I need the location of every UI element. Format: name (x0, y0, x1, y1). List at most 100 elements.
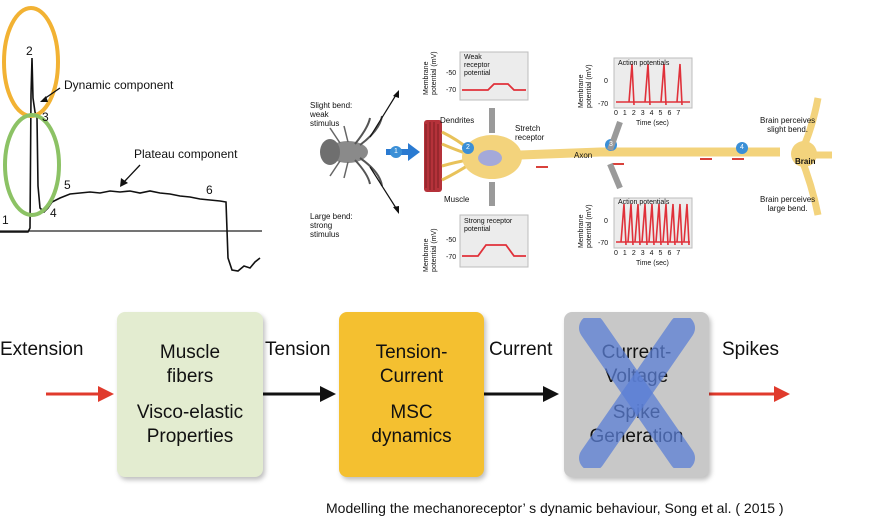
strong-ap-ytick-0: 0 (604, 218, 608, 225)
weak-ap-spikes (616, 63, 690, 106)
current-arrowhead (543, 386, 559, 402)
muscle-label: Muscle (444, 195, 470, 204)
weak-receptor-tick-50: -50 (446, 70, 457, 77)
msc-box-line-3: MSC (390, 401, 433, 423)
strong-ap-spike (641, 203, 648, 246)
weak-receptor-tick-70: -70 (446, 87, 457, 94)
stimulus-arrowhead (408, 143, 420, 161)
plateau-component-label: Plateau component (134, 147, 238, 161)
muscle-fibers (425, 122, 439, 190)
weak-receptor-curve (462, 83, 526, 91)
trace-point-5: 5 (64, 178, 71, 192)
cross-out-mark (579, 318, 695, 468)
weak-ap-spike (644, 63, 651, 106)
plateau-pointer-arrow (123, 164, 141, 183)
muscle-box-line-2: fibers (166, 365, 214, 387)
strong-ap-spikes (616, 203, 690, 246)
muscle-box-line-3: Visco-elastic (136, 401, 244, 423)
weak-ap-spike (676, 63, 683, 106)
trace-point-4: 4 (50, 206, 57, 220)
brain-node (791, 141, 817, 167)
large-bend-arrow (369, 166, 397, 209)
strong-ap-spike (627, 203, 634, 246)
dynamic-component-label: Dynamic component (64, 78, 174, 92)
flow-arrows (46, 386, 790, 402)
strong-ap-spike (669, 203, 676, 246)
strong-receptor-tick-70: -70 (446, 254, 457, 261)
dynamic-pointer-arrow (43, 87, 61, 100)
step-4-number: 4 (740, 144, 744, 151)
weak-receptor-graph (459, 51, 529, 101)
dynamic-pointer-arrowhead (40, 96, 48, 102)
weak-ap-ytick-0: 0 (604, 78, 608, 85)
slight-bend-arrowhead (393, 90, 399, 98)
weak-ap-spike (660, 63, 667, 106)
membrane-trace (0, 57, 261, 272)
spikes-arrowhead (774, 386, 790, 402)
weak-ap-title: Action potentials (618, 60, 670, 67)
strong-ap-spike (676, 203, 683, 246)
strong-ap-title: Action potentials (618, 199, 670, 206)
muscle-box-line-1: Muscle (159, 341, 221, 363)
tension-label: Tension (265, 339, 331, 360)
trace-point-1: 1 (2, 213, 9, 227)
strong-receptor-tick-50: -50 (446, 237, 457, 244)
strong-ap-spike (648, 203, 655, 246)
strong-ap-spike (662, 203, 669, 246)
signal-arrows (536, 158, 744, 168)
extension-arrowhead (98, 386, 114, 402)
extension-label: Extension (0, 339, 84, 360)
strong-ap-ytick-70: -70 (598, 240, 609, 247)
step-1-marker (390, 146, 402, 158)
weak-ap-spike (628, 63, 635, 106)
step-2-number: 2 (466, 144, 470, 151)
stretch-receptor-illustration (320, 51, 832, 268)
dendrites-label: Dendrites (440, 116, 475, 125)
slight-bend-arrow (369, 94, 397, 138)
msc-box-line-4: dynamics (371, 425, 452, 447)
brain-label: Brain (795, 157, 816, 166)
trace-point-6: 6 (206, 183, 213, 197)
receptor-nucleus (478, 150, 502, 166)
msc-dynamics-box: Tension- Current MSC dynamics (339, 312, 484, 477)
plateau-pointer-arrowhead (120, 178, 128, 187)
citation: Modelling the mechanoreceptor’ s dynamic… (326, 500, 784, 516)
muscle-fibers-box: Muscle fibers Visco-elastic Properties (117, 312, 263, 477)
step-4-marker (736, 142, 748, 154)
weak-ap-ytick-70: -70 (598, 101, 609, 108)
weak-ap-xlabel: Time (sec) (636, 120, 669, 127)
strong-ap-xlabel: Time (sec) (636, 260, 669, 267)
msc-box-line-2: Current (379, 365, 444, 387)
strong-ap-spike (634, 203, 641, 246)
strong-ap-spike (683, 203, 690, 246)
spikes-label: Spikes (722, 339, 780, 360)
axon-label: Axon (574, 151, 593, 160)
axon (519, 147, 780, 160)
axon-arrow-bottom (607, 162, 623, 190)
strong-receptor-graph (459, 214, 529, 268)
strong-ap-spike (620, 203, 627, 246)
trace-point-2: 2 (26, 44, 33, 58)
large-bend-arrowhead (393, 206, 399, 214)
tension-arrowhead (320, 386, 336, 402)
step-3-number: 3 (609, 141, 613, 148)
muscle-block (424, 120, 442, 192)
current-label: Current (489, 339, 553, 360)
strong-receptor-curve (462, 244, 526, 257)
dendrite-branches (441, 130, 471, 182)
step-2-marker (462, 142, 474, 154)
msc-box-line-1: Tension- (375, 341, 448, 363)
